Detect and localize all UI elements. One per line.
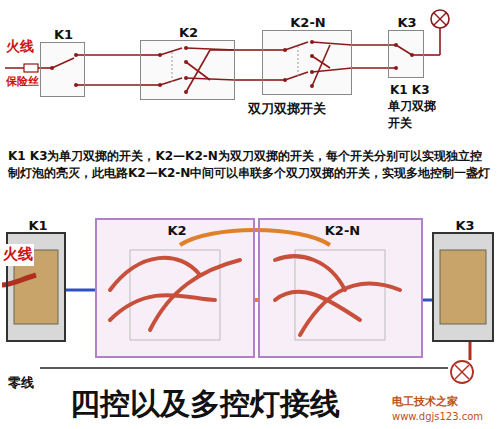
part-label: 单刀双掷开关 — [388, 98, 436, 133]
part-label: K1 K3 — [390, 82, 429, 99]
part-label: 保险丝 — [6, 74, 39, 90]
switch-box: K1 — [40, 42, 85, 97]
switch-name: K1 — [54, 27, 73, 42]
wire — [352, 44, 388, 46]
switch-panel: K2 — [95, 218, 255, 358]
wire-label: 火线 — [6, 36, 34, 56]
switch-name: K2-N — [290, 15, 325, 30]
switch-box: K3 — [388, 30, 424, 78]
wire — [235, 79, 262, 81]
diagram-title: 四控以及多控灯接线 — [20, 384, 390, 425]
wire — [235, 49, 262, 51]
switch-panel: K2-N — [258, 218, 423, 358]
switch-box: K2-N — [262, 30, 352, 95]
wire — [66, 289, 95, 292]
part-label: 双刀双掷开关 — [248, 100, 326, 119]
switch-name: K3 — [397, 15, 416, 30]
wire — [85, 54, 140, 56]
switch-name: K1 — [28, 218, 47, 233]
switch-name: K2 — [167, 223, 186, 238]
wire — [423, 299, 432, 302]
switch-box: K2 — [140, 40, 235, 100]
switch-name: K2-N — [325, 223, 360, 238]
wire-label: 零线 — [8, 374, 34, 393]
watermark: 电工技术之家 — [392, 394, 458, 410]
wire — [85, 84, 140, 86]
switch-panel: K3 — [432, 232, 494, 342]
wire-label: 火线 — [2, 244, 34, 266]
note-text: K1 K3为单刀双掷的开关，K2—K2-N为双刀双掷的开关，每个开关分别可以实现… — [8, 148, 492, 183]
wire — [352, 67, 388, 69]
watermark: www.dgjs123.com — [392, 410, 483, 425]
switch-name: K2 — [179, 25, 198, 40]
switch-name: K3 — [455, 218, 474, 233]
